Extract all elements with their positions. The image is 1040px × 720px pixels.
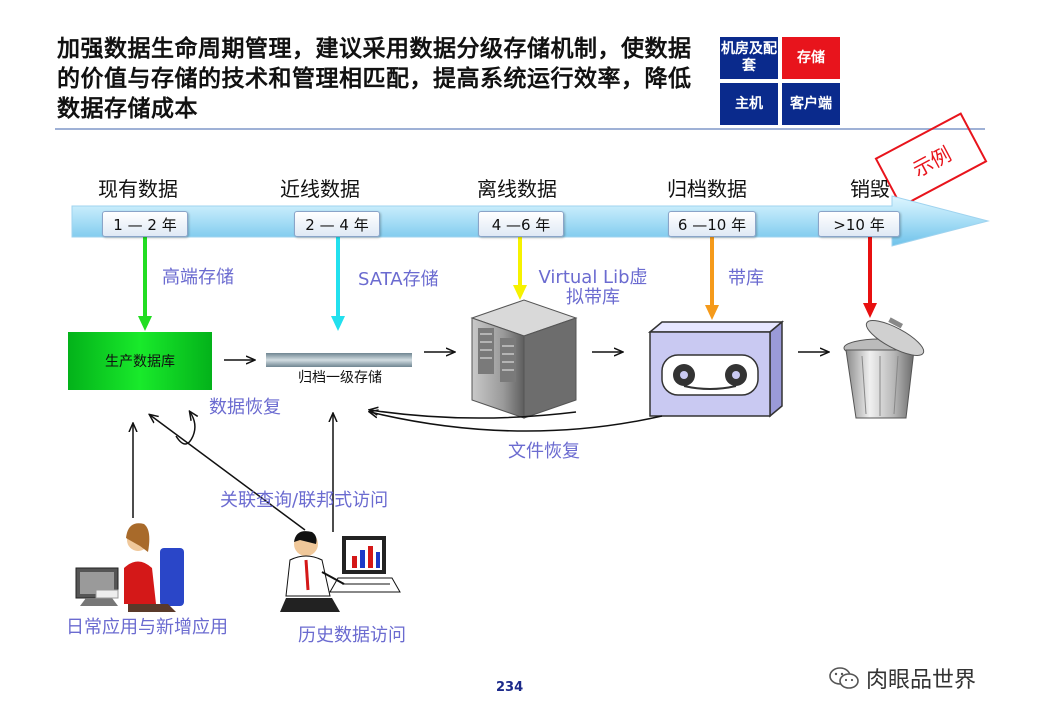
label-daily-apps: 日常应用与新增应用 (66, 617, 228, 638)
label-federated-access: 关联查询/联邦式访问 (220, 490, 389, 511)
archive-storage-label: 归档一级存储 (298, 370, 382, 386)
title-line-2: 的价值与存储的技术和管理相匹配，提高系统运行效率，降低 (57, 66, 692, 92)
label-virtual-lib: Virtual Lib虚拟带库 (538, 267, 648, 308)
trash-can-icon (843, 317, 925, 419)
file-recovery-curve-2 (370, 412, 663, 432)
arrow-destroy (863, 236, 877, 318)
tape-cartridge-icon (647, 320, 785, 418)
page-title: 加强数据生命周期管理，建议采用数据分级存储机制，使数据 的价值与存储的技术和管理… (57, 34, 707, 124)
watermark-text: 肉眼品世界 (866, 668, 977, 693)
period-destroy: >10 年 (818, 211, 900, 237)
history-to-db-arrow (150, 415, 306, 531)
stage-archive-data: 归档数据 (667, 177, 747, 201)
category-storage: 存储 (782, 37, 840, 79)
title-line-3: 数据存储成本 (57, 96, 198, 122)
period-nearline: 2 — 4 年 (294, 211, 380, 237)
server-icon (470, 299, 578, 419)
title-divider (55, 128, 985, 130)
wechat-icon (829, 667, 859, 689)
period-offline: 4 —6 年 (478, 211, 564, 237)
arrow-sata (331, 236, 345, 331)
label-history-access: 历史数据访问 (298, 625, 406, 646)
stage-nearline-data: 近线数据 (280, 177, 360, 201)
arrow-high-end (138, 236, 152, 331)
period-archive: 6 —10 年 (668, 211, 756, 237)
period-current: 1 — 2 年 (102, 211, 188, 237)
label-data-recovery: 数据恢复 (209, 397, 281, 418)
stage-current-data: 现有数据 (98, 177, 178, 201)
data-recovery-curve (175, 412, 195, 445)
stage-destroy: 销毁 (850, 177, 890, 201)
category-client: 客户端 (782, 83, 840, 125)
arrow-virtual-lib (513, 236, 527, 300)
file-recovery-curve-1 (370, 410, 577, 419)
label-tape-library: 带库 (728, 268, 764, 289)
man-at-computer-icon (280, 531, 401, 612)
category-grid: 机房及配套 存储 主机 客户端 (720, 37, 840, 125)
watermark: 肉眼品世界 (828, 662, 976, 694)
category-host: 主机 (720, 83, 778, 125)
page-number: 234 (496, 680, 524, 695)
label-file-recovery: 文件恢复 (508, 441, 580, 462)
production-database-box: 生产数据库 (68, 332, 212, 390)
category-machine-room: 机房及配套 (720, 37, 778, 79)
arrow-tape (705, 236, 719, 320)
label-high-end-storage: 高端存储 (162, 267, 234, 288)
stage-offline-data: 离线数据 (477, 177, 557, 201)
title-line-1: 加强数据生命周期管理，建议采用数据分级存储机制，使数据 (57, 36, 692, 62)
label-sata-storage: SATA存储 (358, 269, 439, 290)
archive-storage-bar (266, 353, 412, 367)
woman-at-computer-icon (75, 523, 184, 612)
